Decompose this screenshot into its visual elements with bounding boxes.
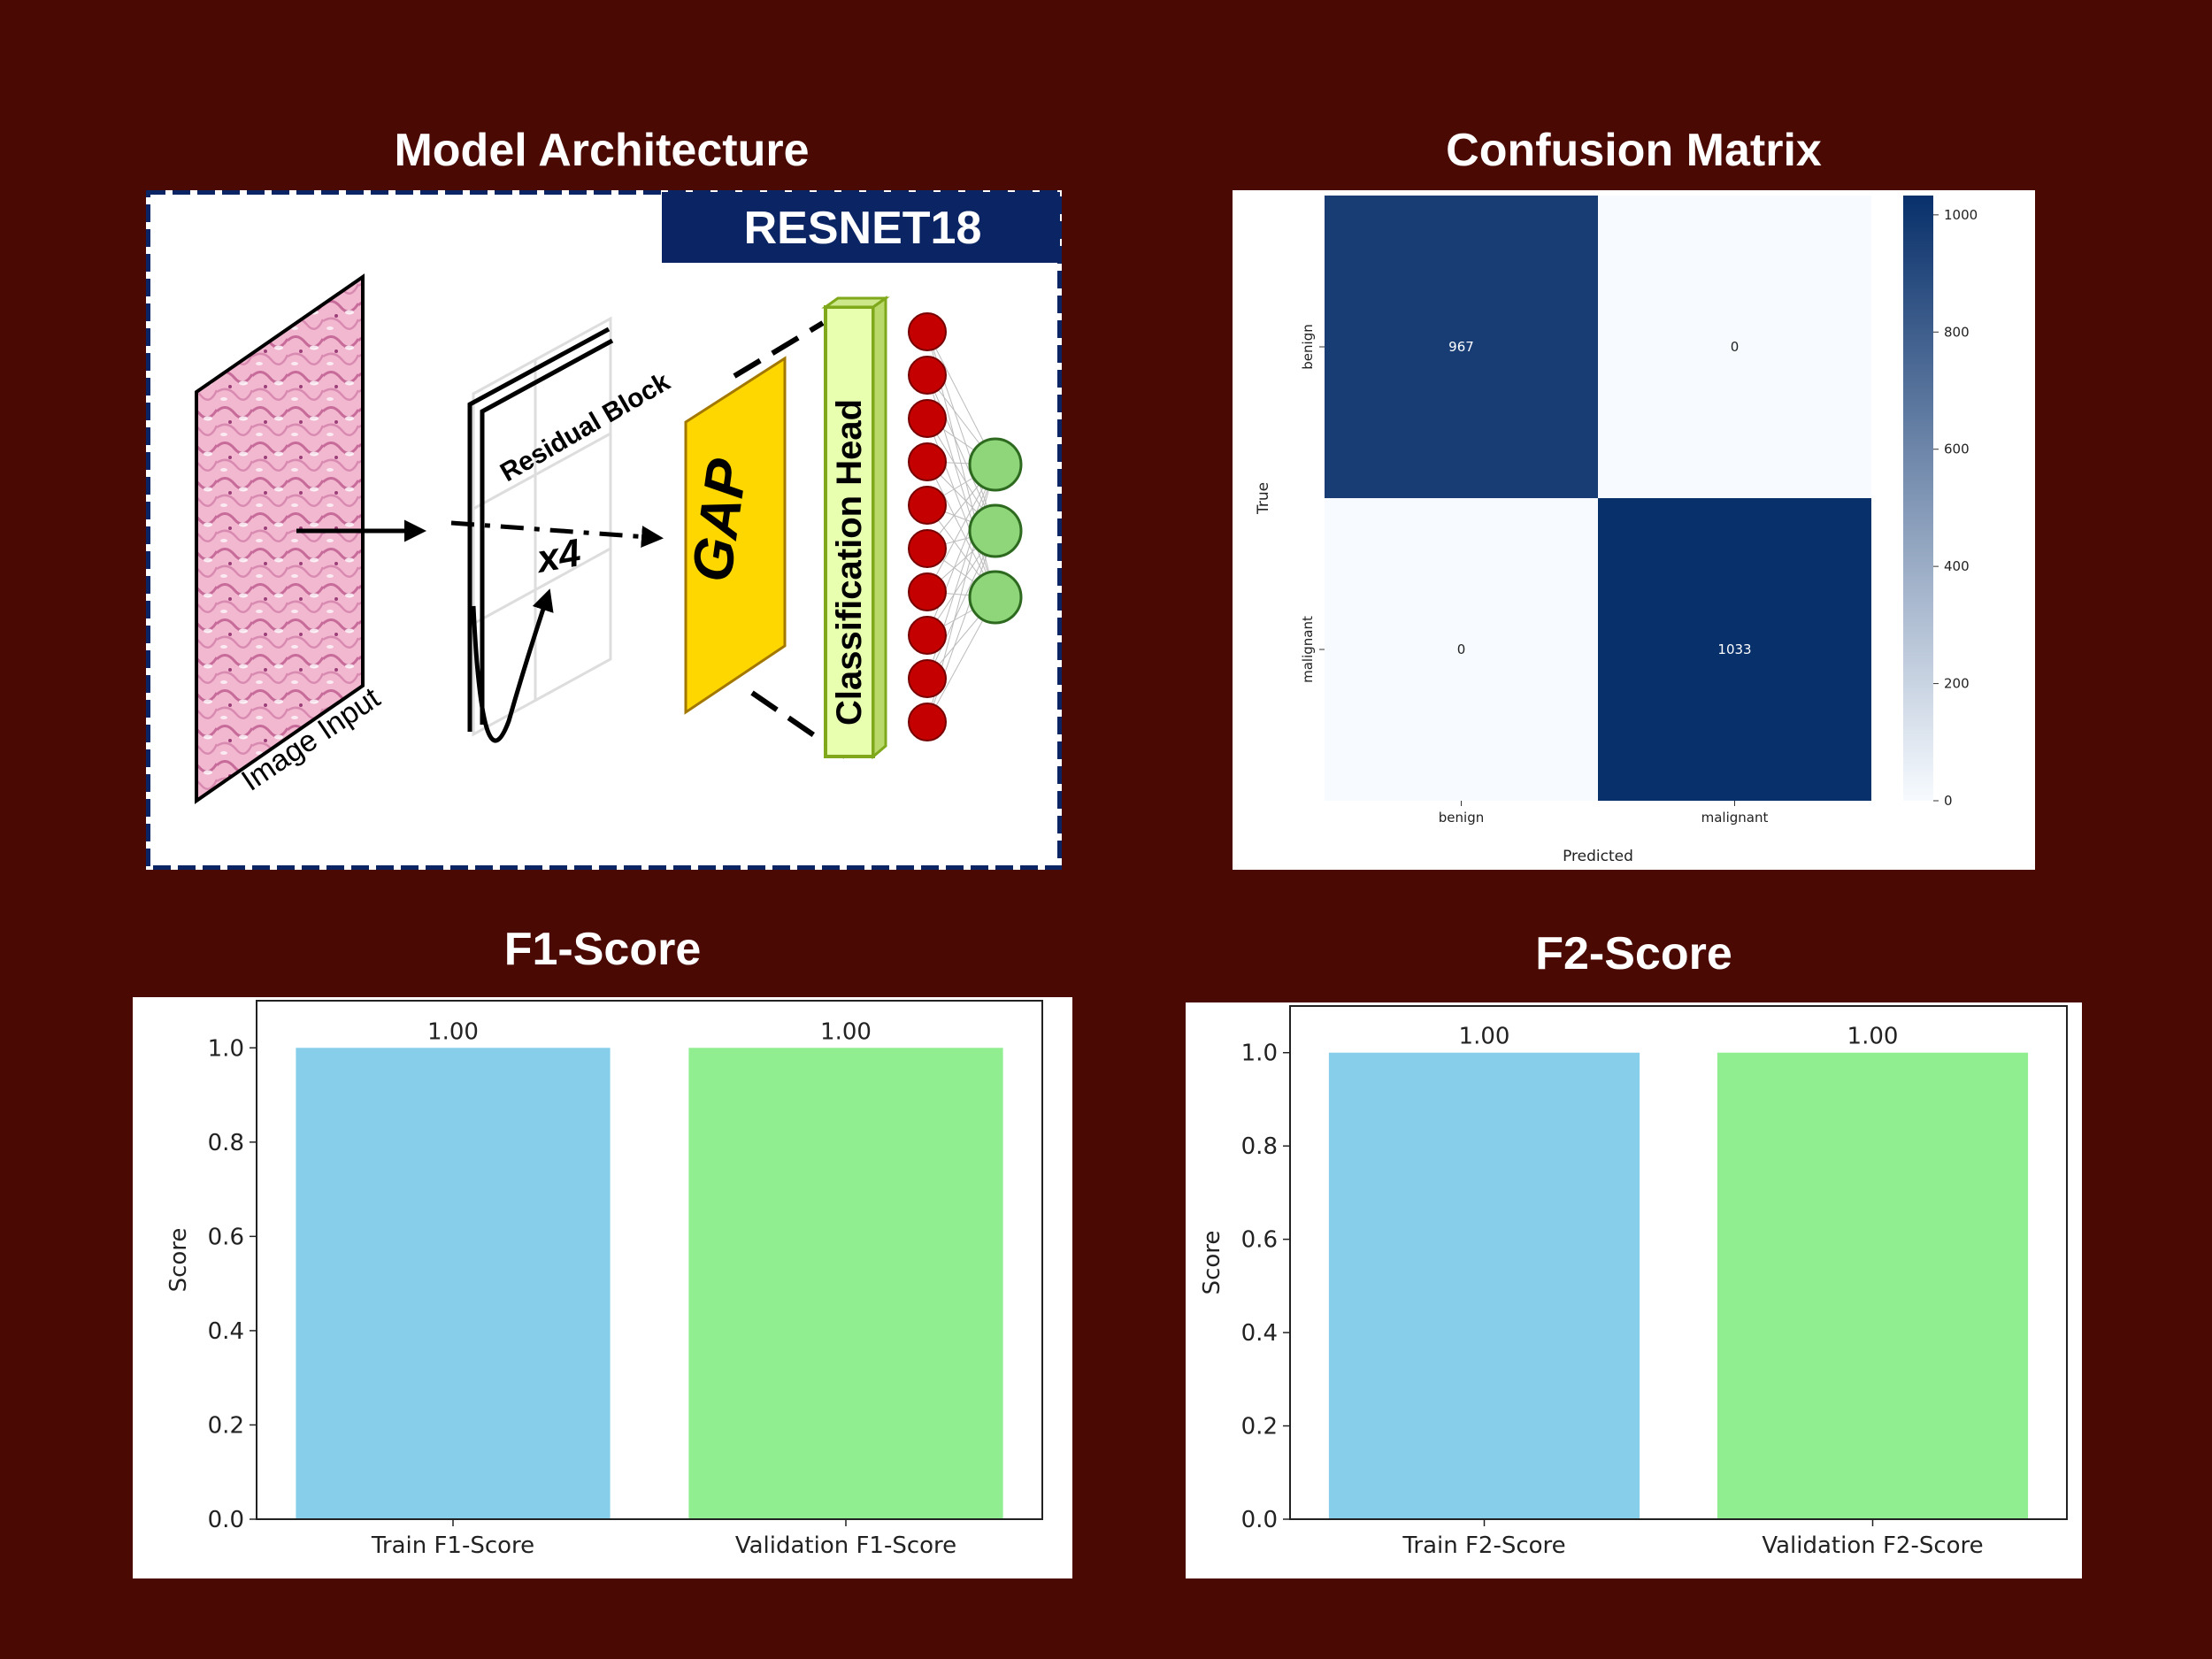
y-tick-label: 0.6 bbox=[1241, 1227, 1278, 1254]
x-tick-label: Validation F1-Score bbox=[735, 1532, 956, 1559]
f2-score-title: F2-Score bbox=[1535, 928, 1732, 979]
f1-score-title: F1-Score bbox=[503, 924, 702, 975]
y-tick-label: 1.0 bbox=[1241, 1041, 1278, 1067]
x-tick-label: malignant bbox=[1701, 810, 1769, 826]
heatmap-cell-label: 0 bbox=[1457, 641, 1466, 657]
y-tick-label: 0.2 bbox=[208, 1412, 244, 1439]
heatmap-cell-label: 967 bbox=[1448, 339, 1474, 355]
neuron-connection bbox=[926, 530, 996, 680]
resnet-banner bbox=[662, 192, 1060, 263]
colorbar-tick-label: 800 bbox=[1944, 324, 1970, 340]
y-tick-label: 0.6 bbox=[208, 1224, 244, 1250]
hidden-neurons bbox=[908, 312, 947, 741]
y-tick-label: 0.8 bbox=[1241, 1133, 1278, 1160]
gap-slab bbox=[684, 356, 787, 715]
colorbar-tick-label: 0 bbox=[1944, 793, 1953, 809]
hidden-neuron bbox=[908, 572, 947, 611]
resnet-banner-label: RESNET18 bbox=[744, 203, 982, 254]
y-tick-label: 0.8 bbox=[208, 1130, 244, 1156]
classification-head-label: Classification Head bbox=[830, 399, 869, 726]
bar bbox=[296, 1048, 611, 1519]
architecture-title: Model Architecture bbox=[394, 125, 810, 176]
colorbar-tick-label: 600 bbox=[1944, 442, 1970, 457]
bar-value-label: 1.00 bbox=[1459, 1024, 1510, 1050]
hidden-neuron bbox=[908, 616, 947, 655]
hidden-neuron bbox=[908, 399, 947, 438]
bar-value-label: 1.00 bbox=[820, 1018, 872, 1045]
colorbar-tick-label: 400 bbox=[1944, 558, 1970, 574]
y-tick-label: 0.0 bbox=[208, 1507, 244, 1533]
x-tick-label: Train F1-Score bbox=[371, 1532, 534, 1559]
block-to-gap-arrow bbox=[450, 520, 664, 549]
heatmap-cell-label: 0 bbox=[1731, 339, 1740, 355]
output-neuron bbox=[968, 437, 1023, 492]
y-tick-label: benign bbox=[1300, 324, 1316, 369]
image-input-slab bbox=[195, 273, 365, 804]
confusion-matrix-title: Confusion Matrix bbox=[1446, 125, 1822, 176]
output-neurons bbox=[968, 437, 1023, 625]
bar-value-label: 1.00 bbox=[1847, 1024, 1899, 1050]
hidden-neuron bbox=[908, 703, 947, 741]
bar bbox=[688, 1048, 1003, 1519]
bar bbox=[1328, 1052, 1640, 1519]
y-tick-label: 1.0 bbox=[208, 1035, 244, 1062]
plot-frame bbox=[1289, 1005, 2068, 1520]
confusion-matrix-chart: 967 0 0 1033 benign malignant benign malignantP… bbox=[1255, 196, 1978, 865]
y-axis-label: Score bbox=[1199, 1231, 1225, 1295]
y-tick-label: 0.2 bbox=[1241, 1414, 1278, 1440]
heatmap-cell bbox=[1325, 196, 1598, 498]
bar-value-label: 1.00 bbox=[427, 1018, 479, 1045]
colorbar-tick-label: 1000 bbox=[1944, 207, 1978, 223]
hidden-neuron bbox=[908, 312, 947, 351]
hidden-neuron bbox=[908, 442, 947, 481]
repeat-label: x4 bbox=[532, 531, 584, 581]
architecture-diagram: RESNET18 Image Input Residual Block x4 G… bbox=[146, 190, 1062, 870]
residual-block bbox=[467, 316, 614, 743]
x-tick-label: benign bbox=[1439, 810, 1484, 826]
heatmap-cell bbox=[1598, 196, 1871, 498]
neuron-connection bbox=[926, 374, 996, 532]
heatmap-cell bbox=[1598, 498, 1871, 801]
x-tick-label: Train F2-Score bbox=[1402, 1532, 1565, 1559]
x-axis-label: Predicted bbox=[1563, 848, 1633, 865]
architecture-panel: RESNET18 Image Input Residual Block x4 G… bbox=[146, 190, 1062, 870]
gap-connector-top bbox=[733, 320, 825, 379]
output-neuron bbox=[968, 503, 1023, 558]
y-tick-label: 0.0 bbox=[1241, 1507, 1278, 1533]
plot-frame bbox=[256, 1000, 1043, 1520]
y-tick-label: malignant bbox=[1300, 616, 1316, 683]
hidden-neuron bbox=[908, 486, 947, 525]
y-tick-label: 0.4 bbox=[208, 1318, 244, 1345]
y-tick-label: 0.4 bbox=[1241, 1320, 1278, 1347]
bar bbox=[1717, 1052, 2029, 1519]
hidden-neuron bbox=[908, 529, 947, 568]
y-axis-label: True bbox=[1255, 482, 1272, 515]
colorbar-tick-label: 200 bbox=[1944, 676, 1970, 692]
heatmap-cell-label: 1033 bbox=[1717, 641, 1751, 657]
output-neuron bbox=[968, 570, 1023, 625]
heatmap-cell bbox=[1325, 498, 1598, 801]
hidden-neuron bbox=[908, 659, 947, 698]
y-axis-label: Score bbox=[165, 1228, 192, 1293]
colorbar bbox=[1903, 196, 1933, 801]
x-tick-label: Validation F2-Score bbox=[1762, 1532, 1983, 1559]
hidden-neuron bbox=[908, 356, 947, 395]
